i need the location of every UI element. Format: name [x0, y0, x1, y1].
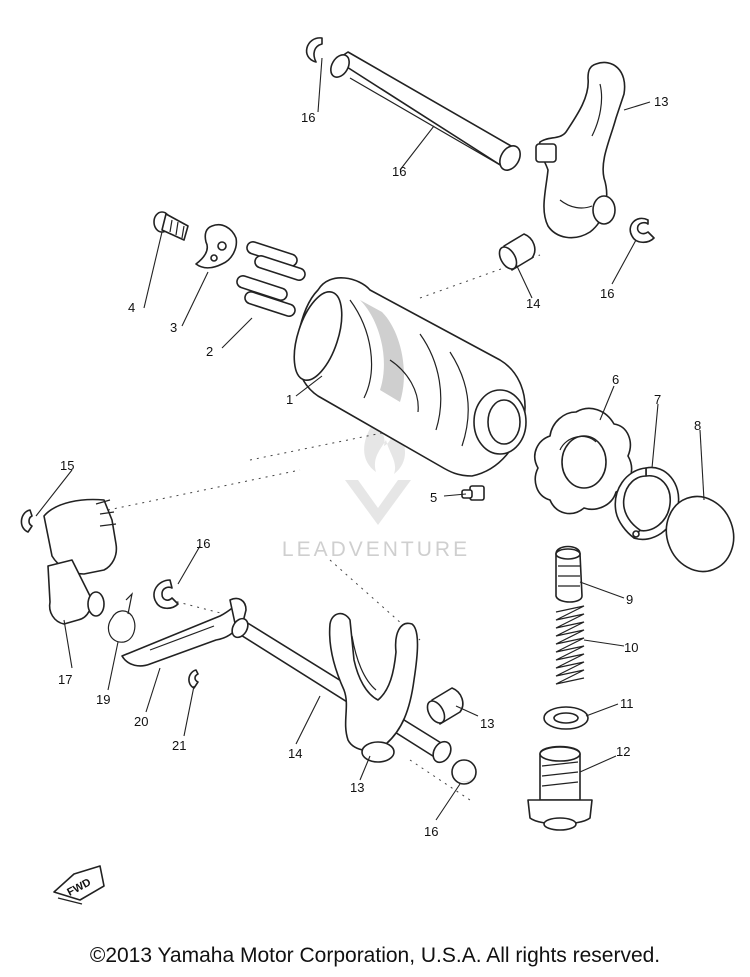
part-16-circlip-left	[20, 509, 33, 533]
part-8-cover	[665, 495, 735, 573]
callout-19: 17	[58, 672, 72, 687]
callout-14b: 13	[480, 716, 494, 731]
part-9-plunger	[555, 545, 583, 603]
part-13-shift-fork-upper	[535, 61, 626, 239]
callout-2: 2	[206, 344, 213, 359]
callout-4: 4	[128, 300, 135, 315]
callout-13b: 13	[350, 780, 364, 795]
callout-13a: 13	[654, 94, 668, 109]
callout-17: 16	[392, 164, 406, 179]
callout-10: 10	[624, 640, 638, 655]
part-6-shift-cam	[534, 407, 633, 515]
part-17-shift-shaft	[330, 51, 521, 171]
part-3-contact-plate	[195, 223, 238, 269]
callout-8: 8	[694, 418, 701, 433]
part-5-pin	[461, 485, 485, 501]
callout-22: 21	[172, 738, 186, 753]
part-21-shift-arm	[121, 597, 247, 667]
watermark-text: LEADVENTURE	[281, 538, 471, 561]
callout-9: 9	[626, 592, 633, 607]
callout-7: 7	[654, 392, 661, 407]
part-1-shift-drum	[293, 277, 527, 477]
callout-16a: 16	[301, 110, 315, 125]
part-16-circlip-right	[629, 217, 655, 244]
callout-14a: 14	[526, 296, 540, 311]
callout-15: 14	[288, 746, 302, 761]
callout-21: 20	[134, 714, 148, 729]
callout-20: 19	[96, 692, 110, 707]
part-14-guide-pin-upper	[498, 233, 536, 271]
fwd-arrow-icon: FWD	[53, 865, 105, 905]
part-4-screw	[153, 211, 189, 241]
leader-lines	[35, 57, 705, 821]
callout-11: 11	[620, 696, 634, 711]
part-10-spring	[555, 605, 585, 685]
part-13-shift-fork-lower	[328, 612, 419, 763]
callout-3: 3	[170, 320, 177, 335]
part-14-guide-pin-lower	[426, 687, 464, 725]
callout-6: 6	[612, 372, 619, 387]
part-12-plug-bolt	[527, 745, 593, 831]
part-20-return-spring	[107, 592, 136, 643]
callout-12: 12	[616, 744, 630, 759]
part-22-circlip-small	[188, 669, 199, 689]
callouts: 16 16 13 16 14 4 3 2 1 6 7 8 5 9 10 11 1…	[58, 94, 701, 839]
callout-15-left: 15	[60, 458, 74, 473]
part-2-pins	[236, 241, 306, 317]
part-16-retainer-lower	[451, 759, 477, 785]
callout-16c: 16	[196, 536, 210, 551]
part-16-circlip-middle	[153, 579, 179, 610]
callout-16b: 16	[600, 286, 614, 301]
callout-1: 1	[286, 392, 293, 407]
part-11-washer	[543, 706, 589, 730]
part-19-shift-lever	[43, 498, 118, 625]
callout-5: 5	[430, 490, 437, 505]
part-16-circlip-top	[305, 37, 323, 63]
copyright-notice: ©2013 Yamaha Motor Corporation, U.S.A. A…	[89, 944, 661, 967]
callout-16d: 16	[424, 824, 438, 839]
